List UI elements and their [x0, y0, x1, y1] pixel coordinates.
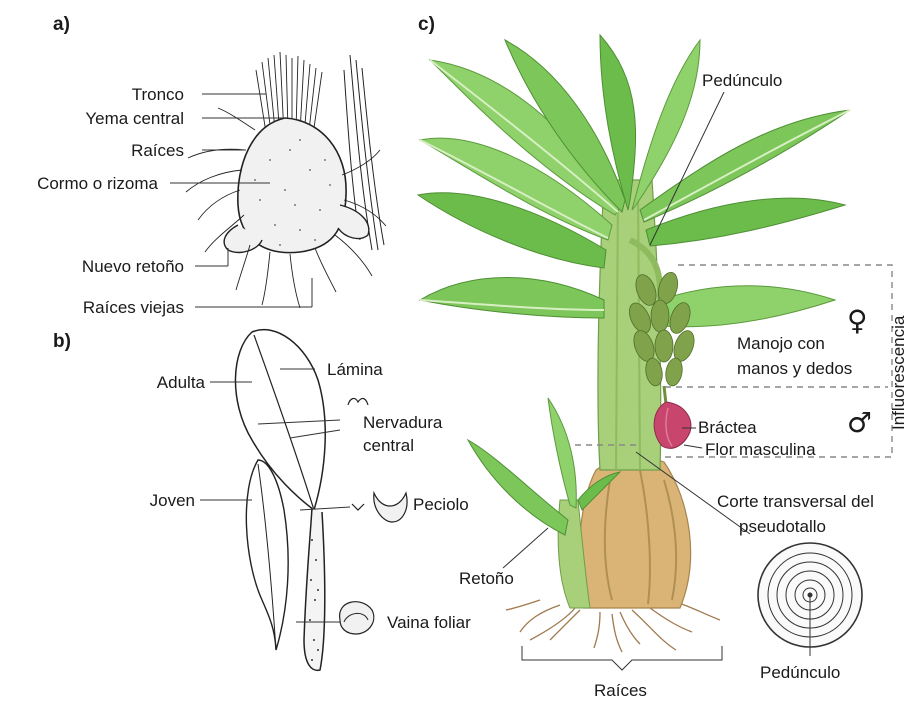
male-bract	[654, 402, 691, 448]
label-vaina-foliar: Vaina foliar	[387, 613, 471, 632]
label-peciolo: Peciolo	[413, 495, 469, 514]
label-section-line1: Corte transversal del	[717, 492, 874, 511]
label-raices-viejas: Raíces viejas	[83, 298, 184, 317]
label-peduncle: Pedúnculo	[702, 71, 782, 90]
leaf-sheath	[304, 508, 325, 670]
label-roots: Raíces	[594, 681, 647, 700]
label-central: central	[363, 436, 414, 455]
label-joven: Joven	[150, 491, 195, 510]
label-inflorescence: Influorescencia	[889, 315, 906, 430]
panel-c-label: c)	[418, 14, 435, 35]
rhizome-drawing	[186, 52, 386, 308]
sheath-section-icon	[340, 602, 374, 634]
label-bunch-line2: manos y dedos	[737, 359, 852, 378]
sucker-leaf-mid	[548, 398, 576, 508]
leaf-drawing	[235, 330, 407, 671]
male-symbol-icon: ♂	[847, 406, 872, 439]
label-bract: Bráctea	[698, 418, 757, 437]
petiole-section-icon	[374, 493, 407, 522]
label-lamina: Lámina	[327, 360, 383, 379]
label-section-line2: pseudotallo	[739, 517, 826, 536]
midrib-section-icon	[348, 398, 368, 405]
panel-a-label: a)	[53, 14, 70, 35]
label-bunch-line1: Manojo con	[737, 334, 825, 353]
label-yema-central: Yema central	[85, 109, 184, 128]
label-nervadura: Nervadura	[363, 413, 443, 432]
label-tronco: Tronco	[132, 85, 184, 104]
sucker-leaf-left	[468, 440, 568, 535]
young-leaf	[246, 460, 288, 650]
petiole-v-icon	[352, 504, 364, 510]
label-raices-a: Raíces	[131, 141, 184, 160]
label-cormo: Cormo o rizoma	[37, 174, 158, 193]
roots-bracket	[522, 646, 722, 670]
label-male-flower: Flor masculina	[705, 440, 816, 459]
label-adulta: Adulta	[157, 373, 206, 392]
female-symbol-icon: ♀	[847, 304, 868, 337]
label-nuevo-retono: Nuevo retoño	[82, 257, 184, 276]
label-section-peduncle: Pedúnculo	[760, 663, 840, 682]
label-sucker: Retoño	[459, 569, 514, 588]
panel-b-label: b)	[53, 331, 71, 352]
